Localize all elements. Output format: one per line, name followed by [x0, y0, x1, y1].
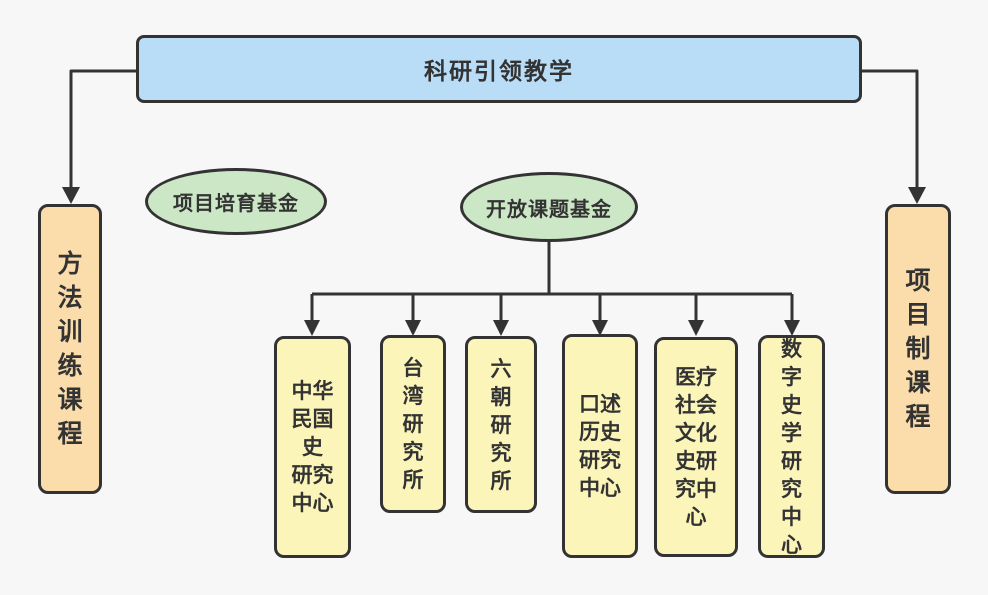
- research-center-node: 六 朝 研 究 所: [465, 336, 537, 513]
- root-node-label: 科研引领教学: [424, 59, 574, 85]
- arrowheads: [62, 187, 926, 336]
- research-center-node: 台 湾 研 究 所: [380, 335, 446, 513]
- arrowhead-center-3-icon: [493, 320, 509, 336]
- course-node-project-based: 项 目 制 课 程: [885, 204, 951, 494]
- research-center-label: 六 朝 研 究 所: [490, 356, 512, 493]
- research-center-node: 口述 历史 研究 中心: [562, 334, 638, 558]
- research-center-label: 中华 民国 史 研究 中心: [291, 379, 334, 515]
- connector-lines: [69, 69, 919, 320]
- course-node-method-training-label: 方 法 训 练 课 程: [57, 249, 83, 448]
- fund-ellipse-incubation-label: 项目培育基金: [173, 191, 299, 215]
- arrowhead-center-5-icon: [688, 320, 704, 336]
- research-center-label: 台 湾 研 究 所: [402, 356, 424, 492]
- course-node-project-based-label: 项 目 制 课 程: [905, 266, 931, 431]
- arrowhead-center-4-icon: [592, 320, 608, 336]
- connector-root-to-right-course: [861, 69, 919, 187]
- fund-ellipse-incubation: 项目培育基金: [145, 168, 327, 235]
- course-node-method-training: 方 法 训 练 课 程: [38, 204, 102, 494]
- research-center-node: 中华 民国 史 研究 中心: [274, 336, 351, 558]
- research-center-node: 医疗 社会 文化 史研 究中 心: [654, 337, 738, 557]
- research-center-node: 数 字 史 学 研 究 中 心: [758, 335, 825, 558]
- arrowhead-center-2-icon: [405, 320, 421, 336]
- research-center-label: 数 字 史 学 研 究 中 心: [781, 336, 802, 557]
- arrowhead-center-1-icon: [304, 320, 320, 336]
- arrowhead-center-6-icon: [784, 320, 800, 336]
- connector-fund-bus: [312, 242, 792, 296]
- arrowhead-left-course-icon: [62, 187, 80, 204]
- research-center-label: 口述 历史 研究 中心: [579, 392, 621, 500]
- fund-ellipse-open-topic-label: 开放课题基金: [486, 196, 612, 221]
- arrowhead-right-course-icon: [908, 187, 926, 204]
- root-node: 科研引领教学: [136, 35, 862, 103]
- research-center-label: 医疗 社会 文化 史研 究中 心: [675, 365, 717, 529]
- connector-root-to-left-course: [69, 69, 136, 187]
- fund-ellipse-open-topic: 开放课题基金: [460, 172, 638, 242]
